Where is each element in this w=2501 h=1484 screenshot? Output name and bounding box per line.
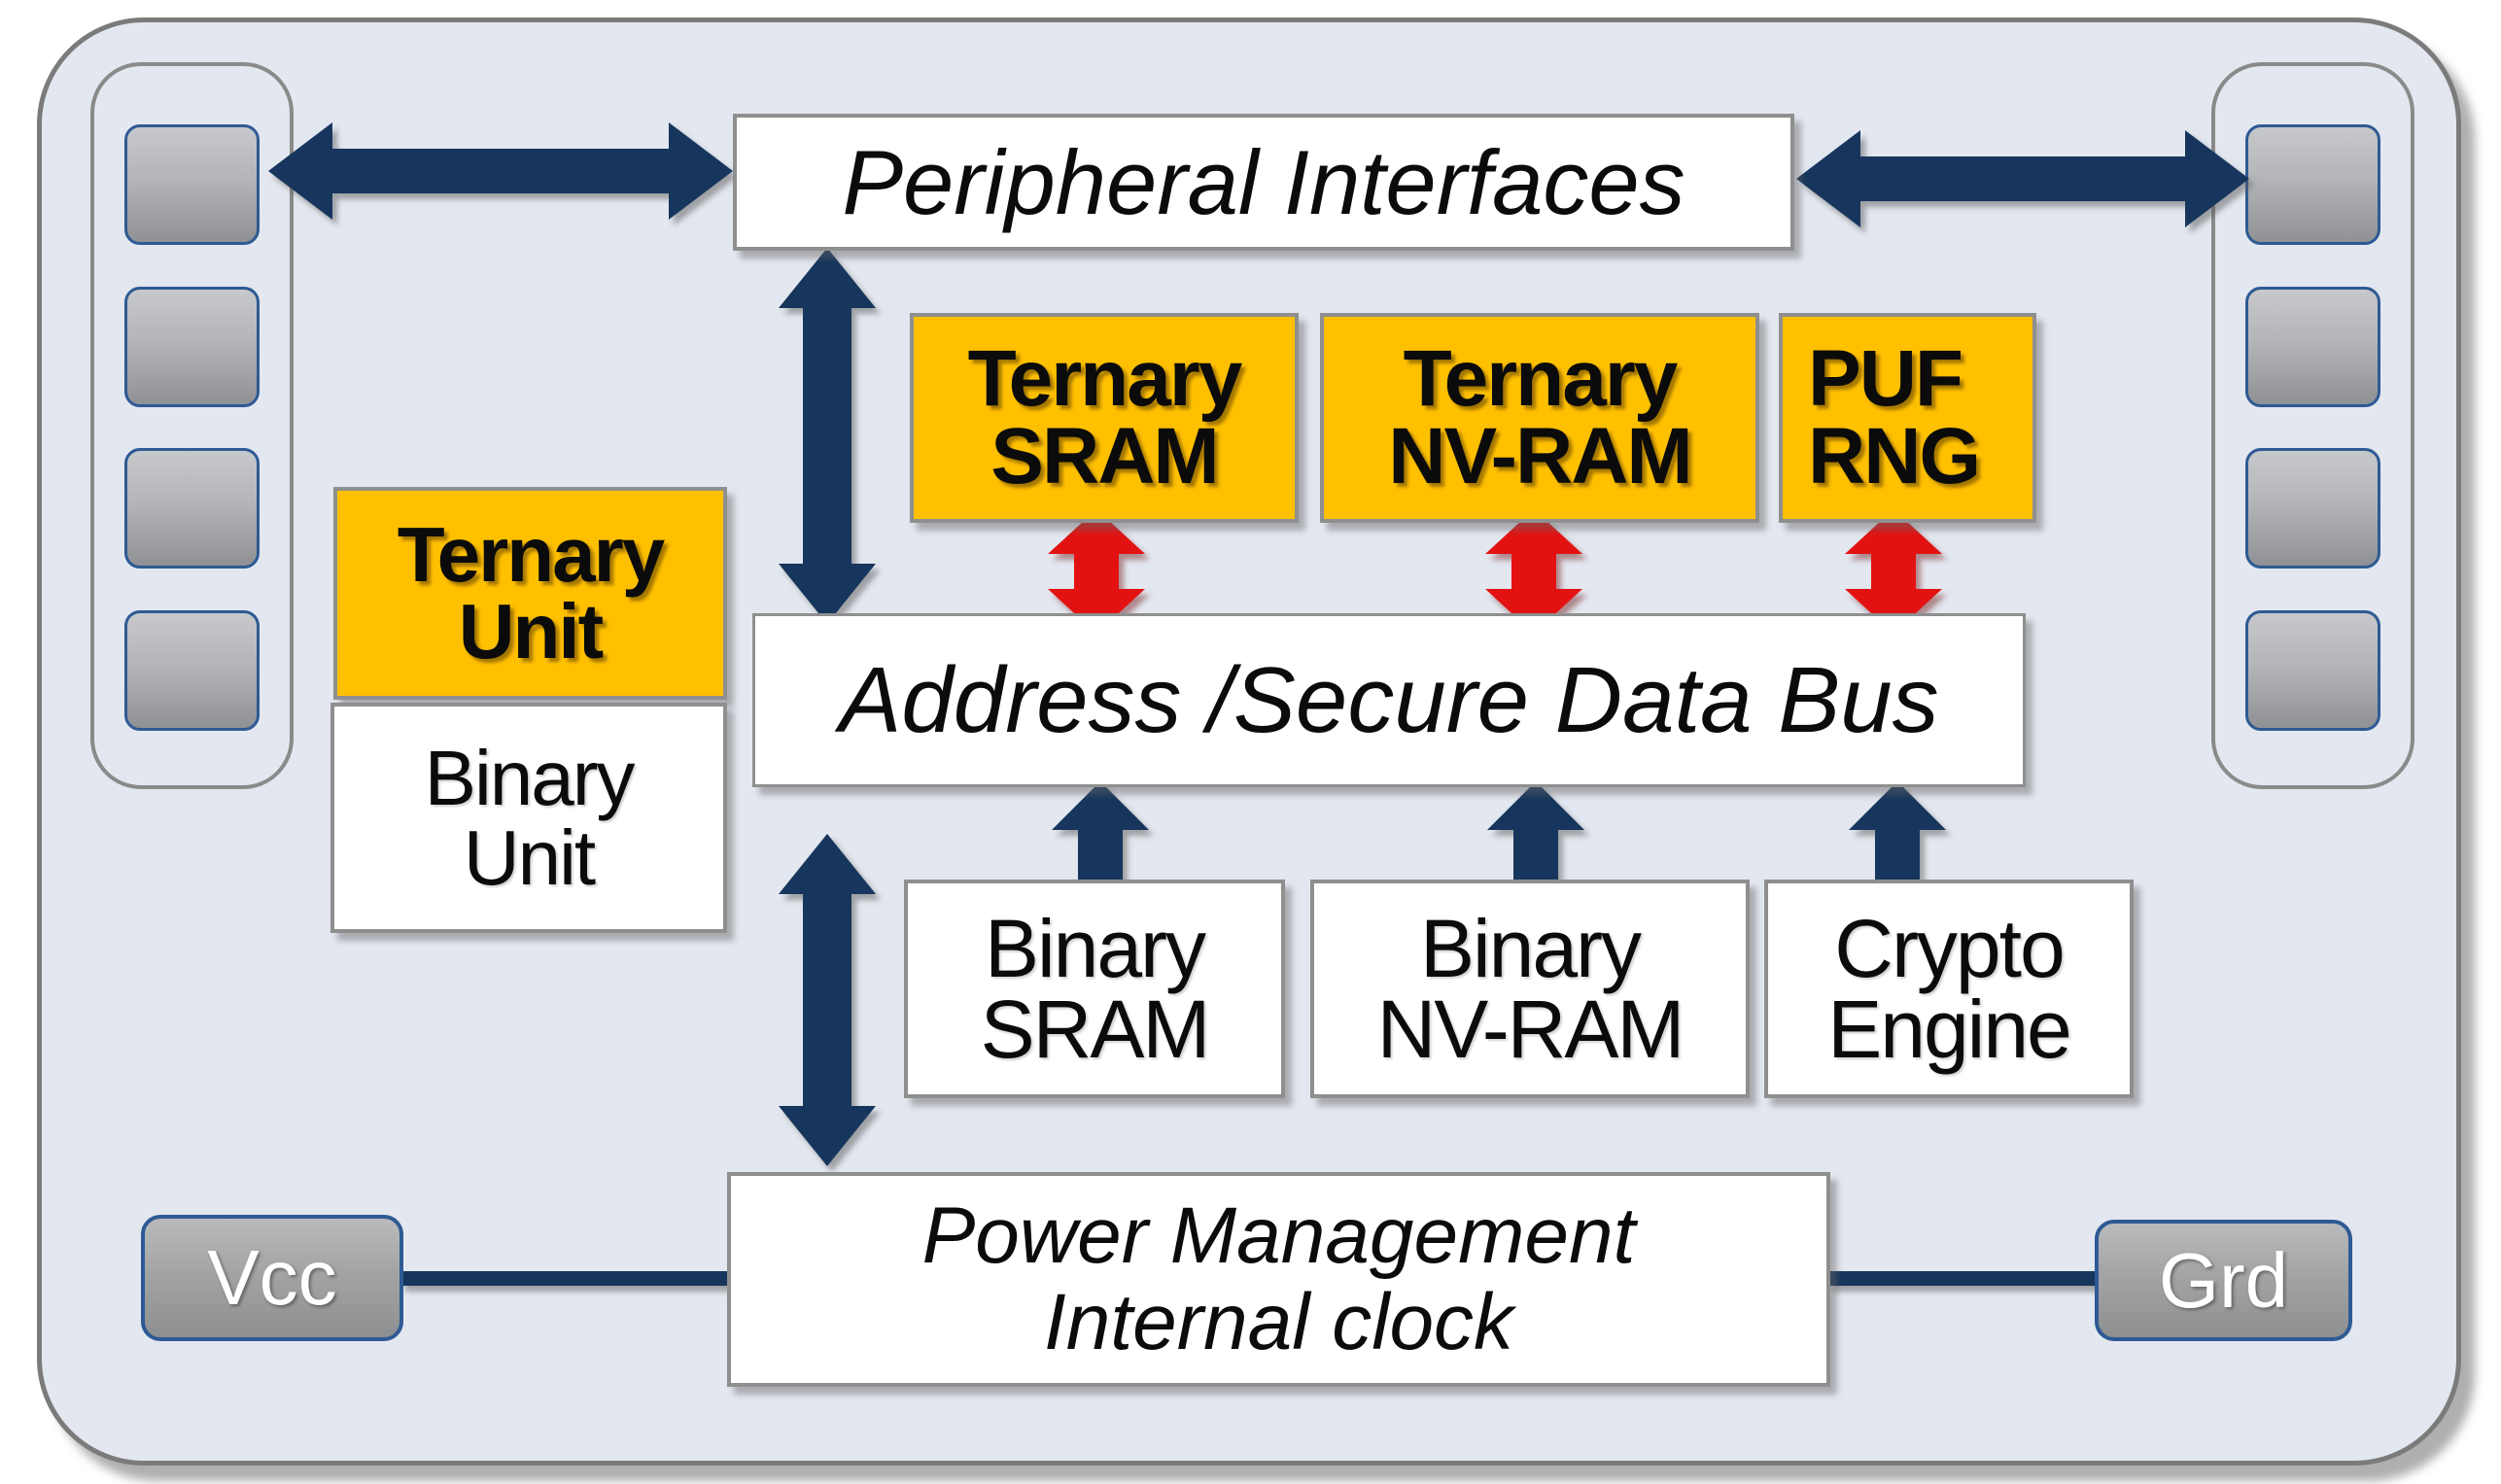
box-peripheral-interfaces: Peripheral Interfaces [733, 114, 1794, 251]
grd-pad: Grd [2095, 1220, 2352, 1341]
ternary-unit-line2: Unit [458, 587, 605, 674]
binary-nvram-line2: NV-RAM [1376, 983, 1685, 1075]
box-binary-sram: Binary SRAM [904, 880, 1285, 1098]
grd-label: Grd [2158, 1236, 2289, 1324]
binary-sram-line2: SRAM [980, 983, 1211, 1075]
binary-unit-line2: Unit [463, 813, 596, 901]
ternary-sram-line2: SRAM [990, 412, 1219, 500]
bus-label: Address /Secure Data Bus [839, 647, 1939, 752]
io-pin [2245, 124, 2380, 245]
peripheral-interfaces-label: Peripheral Interfaces [842, 130, 1685, 233]
left-pin-strip [90, 62, 294, 789]
crypto-engine-line1: Crypto [1834, 903, 2065, 995]
right-pin-strip [2211, 62, 2414, 789]
ternary-nvram-line2: NV-RAM [1388, 412, 1692, 500]
box-address-secure-data-bus: Address /Secure Data Bus [752, 613, 2026, 787]
box-ternary-unit: Ternary Unit [333, 487, 727, 700]
crypto-engine-line2: Engine [1827, 983, 2072, 1075]
ternary-unit-line1: Ternary [397, 511, 666, 599]
box-puf-rng: PUF RNG [1779, 313, 2036, 523]
box-binary-nvram: Binary NV-RAM [1310, 880, 1750, 1098]
box-binary-unit: Binary Unit [330, 703, 727, 933]
box-crypto-engine: Crypto Engine [1764, 880, 2134, 1098]
binary-nvram-line1: Binary [1419, 903, 1642, 995]
io-pin [2245, 609, 2380, 731]
power-line1: Power Management [921, 1191, 1636, 1280]
box-ternary-nvram: Ternary NV-RAM [1320, 313, 1759, 523]
io-pin [2245, 286, 2380, 407]
vcc-pad: Vcc [141, 1215, 403, 1341]
binary-unit-line1: Binary [424, 734, 636, 821]
ternary-nvram-line1: Ternary [1403, 333, 1679, 423]
io-pin [124, 286, 260, 407]
io-pin [2245, 448, 2380, 569]
io-pin [124, 448, 260, 569]
io-pin [124, 124, 260, 245]
binary-sram-line1: Binary [984, 903, 1206, 995]
vcc-label: Vcc [207, 1234, 337, 1321]
box-ternary-sram: Ternary SRAM [910, 313, 1299, 523]
box-power-management: Power Management Internal clock [727, 1172, 1830, 1387]
ternary-sram-line1: Ternary [967, 333, 1243, 423]
puf-rng-line2: RNG [1808, 412, 1981, 500]
puf-rng-line1: PUF [1808, 333, 1963, 423]
power-line2: Internal clock [1043, 1277, 1514, 1366]
io-pin [124, 609, 260, 731]
